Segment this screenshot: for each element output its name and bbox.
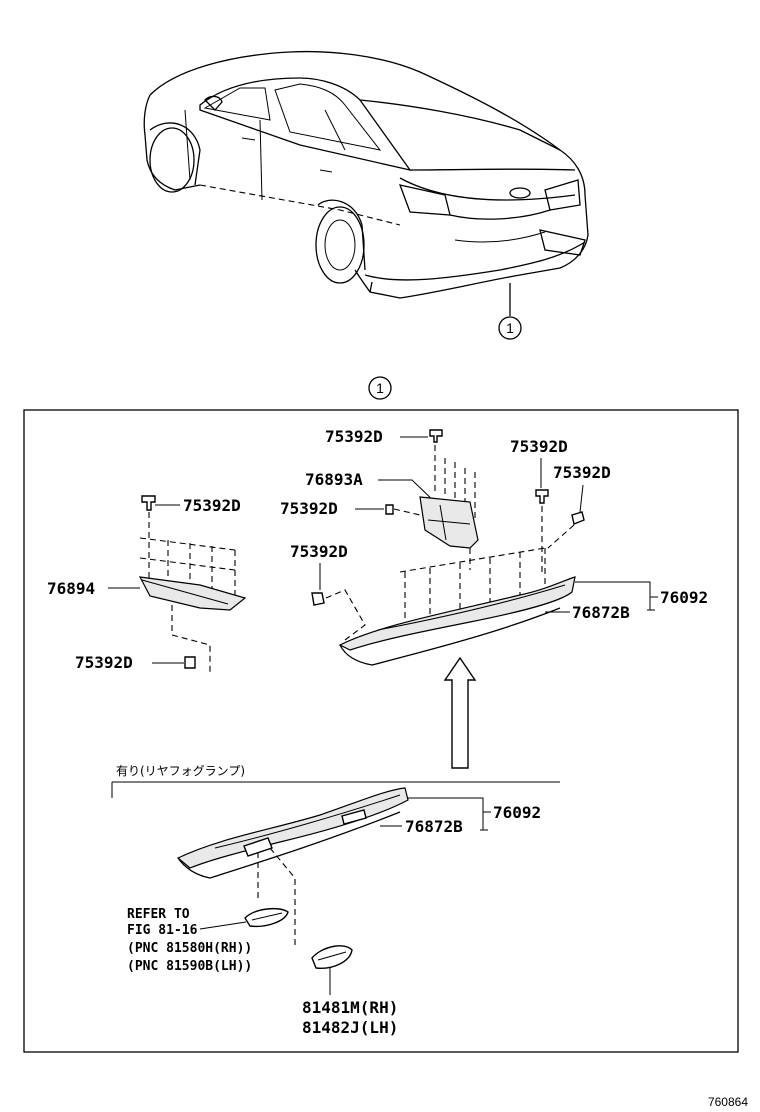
variant-lamp-lh: 81482J(LH) — [302, 1018, 398, 1037]
label-clip-bracket: 75392D — [280, 499, 338, 518]
variant-label-spoiler-sub: 76872B — [405, 817, 463, 836]
detail-callout-circle — [368, 376, 392, 400]
label-clip-left-bottom: 75392D — [75, 653, 133, 672]
variant-pnc-lh: (PNC 81590B(LH)) — [127, 959, 252, 974]
diagram-id: 760864 — [708, 1095, 748, 1109]
variant-label-spoiler-assy: 76092 — [493, 803, 541, 822]
label-spoiler-assy: 76092 — [660, 588, 708, 607]
detail-callout-number: 1 — [376, 380, 384, 396]
label-spoiler-sub: 76872B — [572, 603, 630, 622]
label-clip-right: 75392D — [553, 463, 611, 482]
label-clip-top-center: 75392D — [325, 427, 383, 446]
variant-note: 有り(リヤフォグランプ) — [116, 764, 245, 778]
variant-group: 有り(リヤフォグランプ) 76092 76872B REFER TO FIG 8… — [111, 764, 560, 1037]
variant-refer-line1: REFER TO — [127, 907, 190, 922]
bracket-group: 75392D 76893A 75392D — [280, 427, 479, 570]
main-spoiler-group: 75392D 76092 76872B — [290, 542, 708, 666]
variant-refer-line2: FIG 81-16 — [127, 923, 198, 938]
label-clip-center-left: 75392D — [290, 542, 348, 561]
variant-pnc-rh: (PNC 81580H(RH)) — [127, 941, 252, 956]
detail-box — [23, 409, 739, 1053]
assembly-arrow — [443, 656, 477, 769]
label-left-piece: 76894 — [47, 579, 95, 598]
label-clip-top-right: 75392D — [510, 437, 568, 456]
label-bracket-center: 76893A — [305, 470, 363, 489]
car-illustration: 1 — [143, 50, 589, 340]
left-piece-group: 75392D 76894 75392D — [47, 495, 247, 675]
car-callout-number: 1 — [506, 320, 514, 336]
variant-lamp-rh: 81481M(RH) — [302, 998, 398, 1017]
label-clip-left-top: 75392D — [183, 496, 241, 515]
right-clips: 75392D 75392D — [510, 437, 611, 575]
